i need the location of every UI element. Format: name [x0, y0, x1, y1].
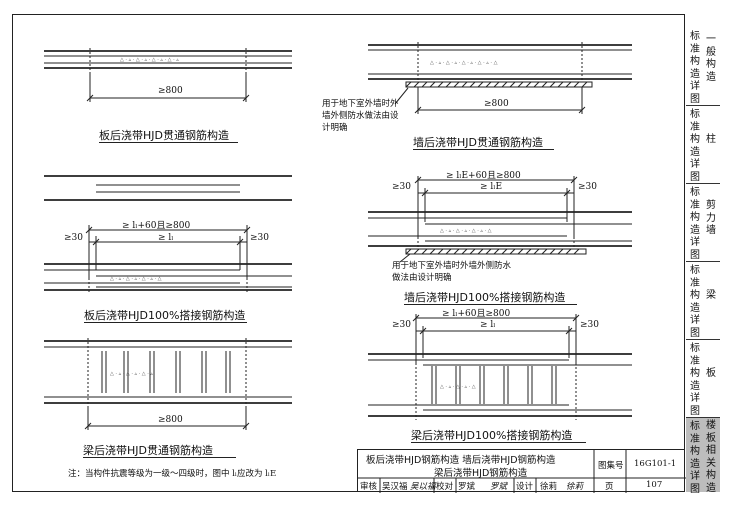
dim-lap-length: ≥ lₗE: [480, 182, 503, 192]
drawing-frame: [12, 14, 685, 492]
checker-signature: 罗斌: [490, 482, 508, 492]
svg-text:△ · ▵ · △ · ▵ · △ · ▵: △ · ▵ · △ · ▵ · △ · ▵: [110, 371, 153, 377]
designer-signature: 徐莉: [566, 482, 584, 492]
side-tab-category: 楼板相关构造: [706, 420, 716, 494]
caption-slab-through: 板后浇带HJD贯通钢筋构造: [99, 129, 229, 142]
drawing-title-line1: 板后浇带HJD钢筋构造 墙后浇带HJD钢筋构造: [366, 455, 556, 466]
side-tab-category: 柱: [706, 134, 716, 145]
svg-text:△ · ▵ · △ · ▵ · △: △ · ▵ · △ · ▵ · △: [440, 384, 476, 390]
side-tab-slab-related[interactable]: 标准构造详图 楼板相关构造: [686, 418, 720, 495]
dim-right-clearance: ≥30: [580, 320, 599, 330]
side-tab-label: 标准构造详图: [690, 109, 700, 183]
dim-min-length: ≥800: [158, 415, 183, 425]
caption-underline: [413, 149, 554, 150]
svg-text:△ · ▵ · △ · ▵ · △ · ▵ · △ · ▵: △ · ▵ · △ · ▵ · △ · ▵ · △ · ▵: [120, 57, 179, 63]
dim-lap-total: ≥ lₗ+60且≥800: [122, 221, 191, 231]
footnote: 注：当构件抗震等级为一级～四级时，图中 lₗ应改为 lₗE: [68, 469, 277, 479]
caption-underline: [84, 322, 247, 323]
page-label: 页: [605, 482, 614, 492]
caption-underline: [83, 457, 236, 458]
svg-text:△ · ▵ · △ · ▵ · △ · ▵ · △: △ · ▵ · △ · ▵ · △ · ▵ · △: [440, 228, 492, 234]
side-tab-label: 标准构造详图: [690, 265, 700, 339]
caption-beam-through: 梁后浇带HJD贯通钢筋构造: [83, 444, 213, 457]
reviewer-signature: 吴以福: [410, 482, 436, 492]
side-tab-label: 标准构造详图: [690, 31, 700, 105]
note-waterproofing: 用于地下室外墙时外墙外侧防水做法由设计明确: [322, 99, 399, 133]
side-tab-category: 剪力墙: [706, 200, 716, 236]
side-tab-label: 标准构造详图: [690, 343, 700, 417]
dim-min-length: ≥800: [158, 86, 183, 96]
side-tab-category: 梁: [706, 290, 716, 301]
review-label: 审核: [360, 482, 378, 492]
checker-name: 罗斌: [458, 482, 476, 492]
slab-lap-detail: △ · ▵ · △ · ▵ · △ · ▵ · △: [44, 175, 292, 292]
title-block: 板后浇带HJD钢筋构造 墙后浇带HJD钢筋构造 梁后浇带HJD钢筋构造 图集号 …: [357, 449, 686, 493]
dim-right-clearance: ≥30: [578, 182, 597, 192]
dim-lap-length: ≥ lₗ: [158, 233, 174, 243]
side-tab-general[interactable]: 标准构造详图 一般构造: [686, 28, 720, 106]
dim-right-clearance: ≥30: [250, 233, 269, 243]
caption-wall-lap: 墙后浇带HJD100%搭接钢筋构造: [404, 291, 566, 304]
designer-name: 徐莉: [540, 482, 558, 492]
beam-lap-detail: △ · ▵ · △ · ▵ · △: [368, 314, 632, 420]
caption-underline: [99, 142, 238, 143]
dim-left-clearance: ≥30: [392, 182, 411, 192]
beam-through-detail: △ · ▵ · △ · ▵ · △ · ▵: [44, 338, 292, 430]
dim-lap-length: ≥ lₗ: [480, 320, 496, 330]
caption-slab-lap: 板后浇带HJD100%搭接钢筋构造: [84, 309, 246, 322]
svg-text:△ · ▵ · △ · ▵ · △ · ▵ · △: △ · ▵ · △ · ▵ · △ · ▵ · △: [110, 276, 162, 282]
dim-lap-total: ≥ lₗ+60且≥800: [442, 309, 511, 319]
page-number: 107: [646, 480, 663, 490]
dim-lap-total: ≥ lₗE+60且≥800: [446, 171, 521, 181]
svg-text:△ · ▵ · △ · ▵ · △ · ▵ · △ · ▵: △ · ▵ · △ · ▵ · △ · ▵ · △ · ▵ · △: [430, 60, 498, 66]
check-label: 校对: [436, 482, 454, 492]
side-tab-shear-wall[interactable]: 标准构造详图 剪力墙: [686, 184, 720, 262]
side-tab-label: 标准构造详图: [690, 187, 700, 261]
side-tab-category: 一般构造: [706, 34, 716, 83]
slab-through-detail: △ · ▵ · △ · ▵ · △ · ▵ · △ · ▵: [44, 48, 292, 102]
drawing-title-line2: 梁后浇带HJD钢筋构造: [434, 468, 528, 479]
side-category-tabs: 标准构造详图 一般构造 标准构造详图 柱 标准构造详图 剪力墙 标准构造详图 梁…: [686, 28, 720, 495]
atlas-label: 图集号: [598, 461, 624, 471]
side-tab-category: 板: [706, 368, 716, 379]
dim-min-length: ≥800: [484, 99, 509, 109]
reviewer-name: 吴汉福: [382, 482, 408, 492]
side-tab-label: 标准构造详图: [690, 421, 700, 495]
side-tab-column[interactable]: 标准构造详图 柱: [686, 106, 720, 184]
note-waterproofing: 用于地下室外墙时外墙外侧防水做法由设计明确: [392, 261, 512, 283]
caption-underline: [404, 304, 577, 305]
design-label: 设计: [516, 482, 534, 492]
side-tab-beam[interactable]: 标准构造详图 梁: [686, 262, 720, 340]
dim-left-clearance: ≥30: [64, 233, 83, 243]
wall-through-detail: △ · ▵ · △ · ▵ · △ · ▵ · △ · ▵ · △: [368, 42, 632, 114]
atlas-number: 16G101-1: [634, 459, 677, 469]
side-tab-slab[interactable]: 标准构造详图 板: [686, 340, 720, 418]
caption-wall-through: 墙后浇带HJD贯通钢筋构造: [413, 136, 543, 149]
wall-lap-detail: △ · ▵ · △ · ▵ · △ · ▵ · △: [368, 176, 632, 263]
caption-beam-lap: 梁后浇带HJD100%搭接钢筋构造: [411, 429, 573, 442]
dim-left-clearance: ≥30: [392, 320, 411, 330]
caption-underline: [411, 442, 586, 443]
